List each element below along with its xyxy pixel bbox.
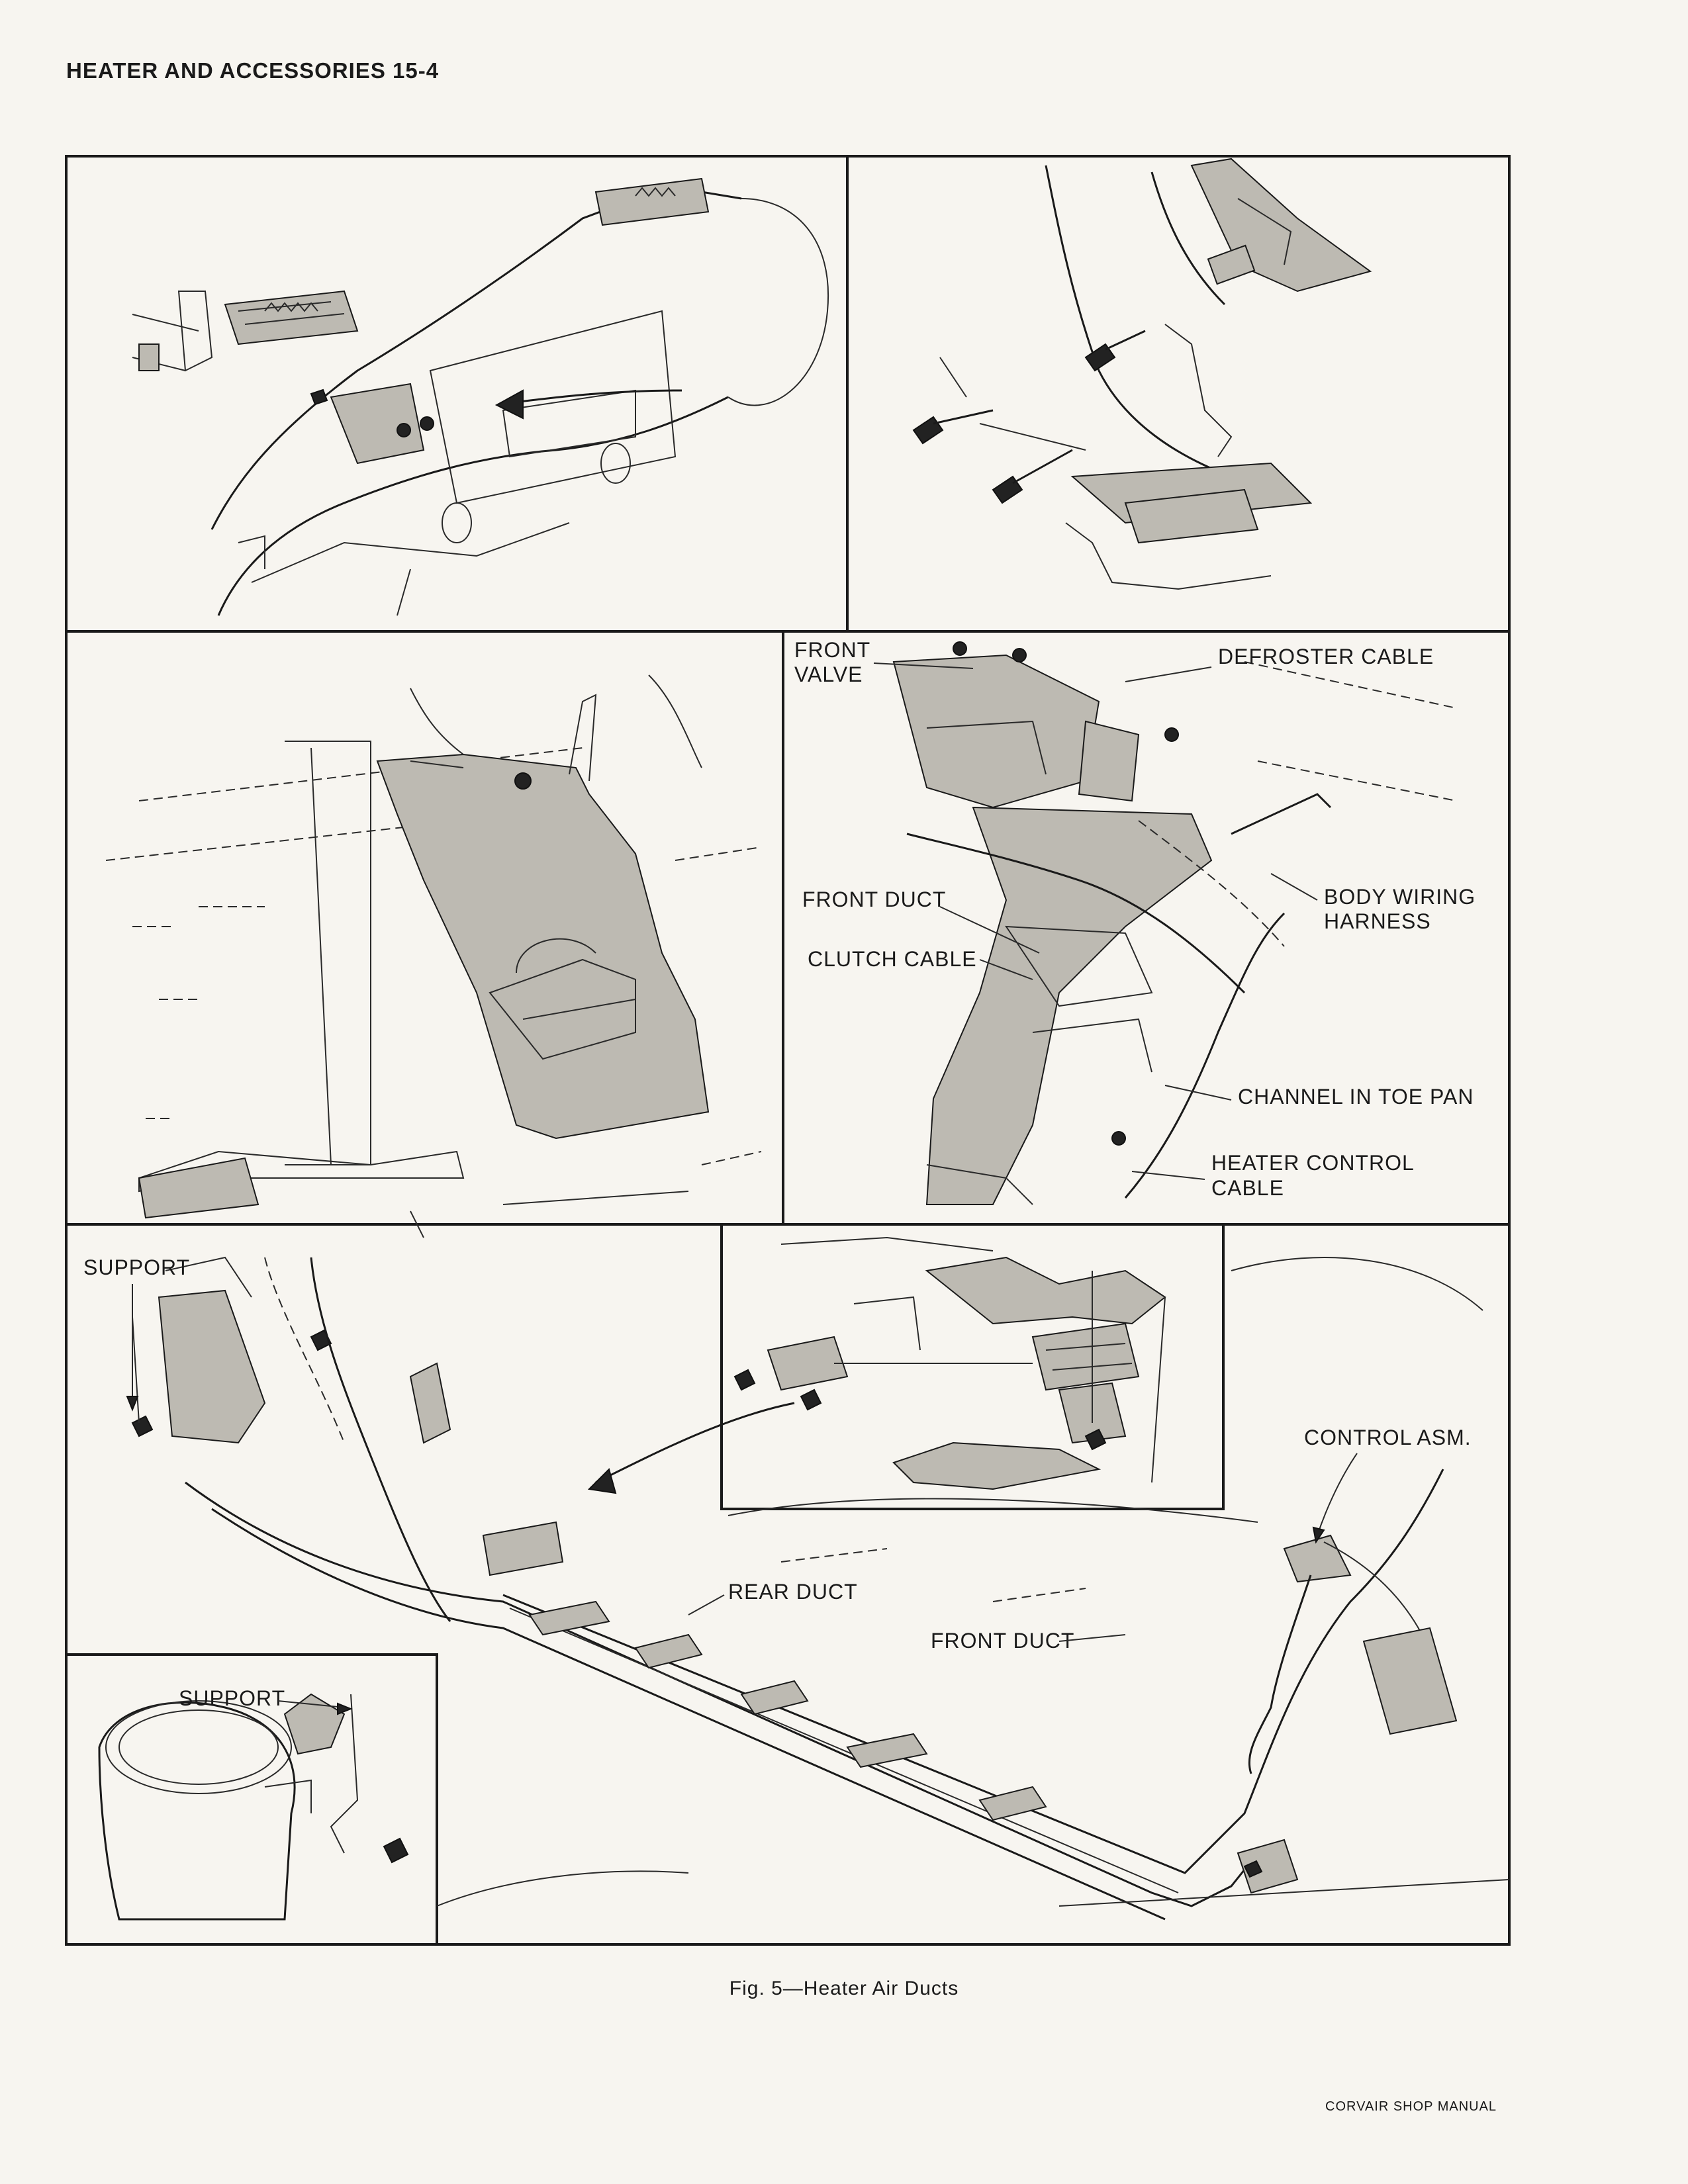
label-clutch-cable: CLUTCH CABLE: [808, 947, 977, 971]
page-footer: CORVAIR SHOP MANUAL: [1325, 2099, 1497, 2114]
label-defroster-cable: DEFROSTER CABLE: [1218, 645, 1434, 668]
page-header: HEATER AND ACCESSORIES 15-4: [66, 58, 440, 83]
label-support-bottom: SUPPORT: [179, 1686, 285, 1710]
label-heater-control-line2: CABLE: [1211, 1176, 1284, 1200]
label-body-wiring-line2: HARNESS: [1324, 909, 1431, 933]
panel-dash-outlets: [132, 177, 829, 616]
inset-rear-outlet: [733, 1236, 1166, 1490]
label-front-valve-line2: VALVE: [794, 662, 863, 686]
figure-caption: Fig. 5—Heater Air Ducts: [729, 1978, 959, 1999]
panel-defroster-outlet: [912, 158, 1372, 590]
panel-frames: [65, 155, 1511, 1946]
label-rear-duct: REAR DUCT: [728, 1580, 858, 1604]
panel-front-duct: [873, 641, 1457, 1205]
bottom-leaders: [126, 1284, 1358, 1715]
panel-duct-assembly: [105, 674, 762, 1238]
label-control-asm: CONTROL ASM.: [1304, 1426, 1472, 1449]
inset-support: [98, 1693, 409, 1921]
label-channel-toe-pan: CHANNEL IN TOE PAN: [1238, 1085, 1474, 1109]
label-front-duct-lower: FRONT DUCT: [931, 1629, 1074, 1653]
panel-duct-system: [131, 1256, 1510, 1921]
label-support-top: SUPPORT: [83, 1255, 190, 1279]
label-front-duct-upper: FRONT DUCT: [802, 887, 946, 911]
label-body-wiring-line1: BODY WIRING: [1324, 885, 1476, 909]
label-heater-control-line1: HEATER CONTROL: [1211, 1151, 1415, 1175]
label-front-valve-line1: FRONT: [794, 638, 870, 662]
callout-labels: FRONT VALVE DEFROSTER CABLE BODY WIRING …: [83, 638, 1476, 1710]
